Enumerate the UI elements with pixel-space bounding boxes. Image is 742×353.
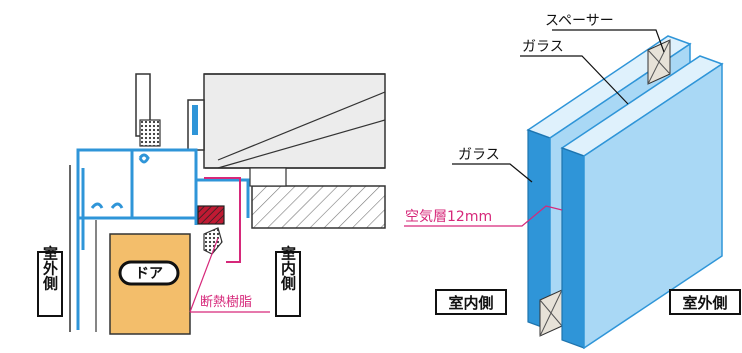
indoor-label-left: 室内側 — [279, 245, 297, 292]
aluminium-frame — [76, 148, 250, 330]
indoor-label-right: 室内側 — [448, 294, 493, 312]
outdoor-label-left: 室外側 — [41, 245, 59, 292]
outdoor-label-right: 室外側 — [682, 294, 727, 312]
sill-hatch — [251, 185, 386, 229]
thermal-resin-label: 断熱樹脂 — [200, 295, 252, 310]
gasket-upper — [139, 119, 161, 147]
double-glazing: スペーサー ガラス ガラス 空気層12mm 室内側 室外側 — [404, 13, 741, 350]
wall-panel-upper — [203, 73, 386, 169]
indoor-label-box-right — [435, 289, 507, 315]
glass-label-left: ガラス — [458, 147, 500, 163]
air-layer-label: 空気層12mm — [405, 209, 492, 225]
frame-section-diagram: ドア 断熱樹脂 室外側 室内側 — [37, 73, 386, 335]
outdoor-label-box-left — [37, 251, 63, 317]
glass-label-top: ガラス — [522, 39, 564, 55]
outdoor-label-box-right — [669, 289, 741, 315]
spacer-label: スペーサー — [545, 13, 614, 29]
door-label: ドア — [135, 266, 163, 282]
thermal-resin-block — [197, 205, 225, 225]
indoor-label-box-left — [275, 251, 301, 317]
